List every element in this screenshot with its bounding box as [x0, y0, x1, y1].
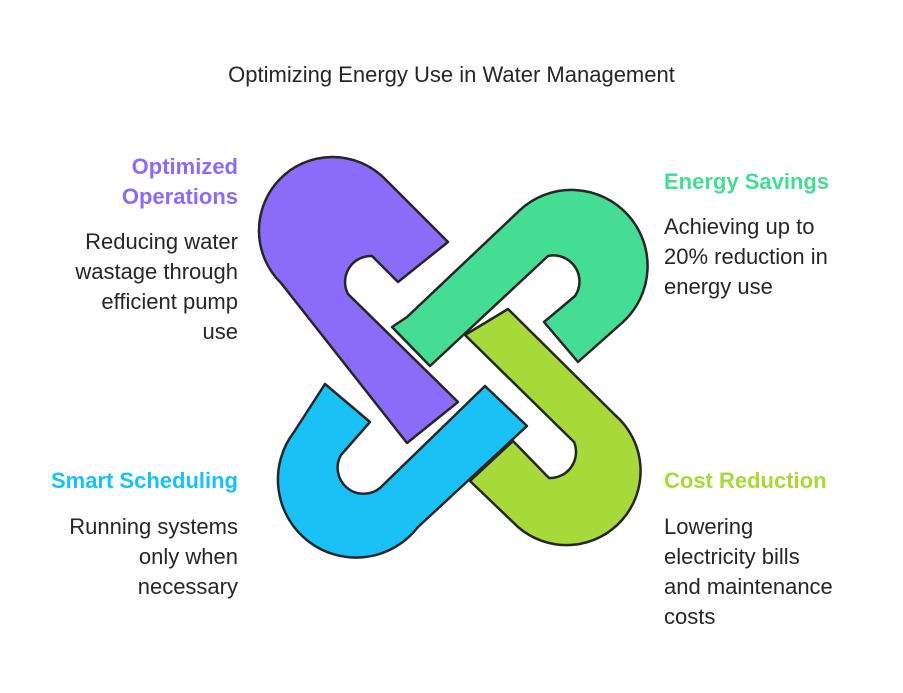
cost-reduction-desc-line-3: and maintenance [664, 574, 833, 599]
link-energy-savings [390, 188, 649, 368]
cost-reduction-desc-line-1: Lowering [664, 514, 754, 539]
energy-savings-desc-line-1: Achieving up to [664, 214, 815, 239]
optimized-operations-desc-line-2: wastage through [75, 259, 238, 284]
cost-reduction-desc-line-2: electricity bills [664, 544, 800, 569]
energy-savings-heading: Energy Savings [664, 169, 830, 194]
cost-reduction-desc-line-4: costs [664, 604, 716, 629]
smart-scheduling-description: Running systems only when necessary [20, 512, 238, 602]
optimized-operations-desc-line-3: efficient pump [101, 289, 238, 314]
optimized-operations-heading: Optimized Operations [40, 152, 238, 212]
cost-reduction-description: Lowering electricity bills and maintenan… [664, 512, 884, 632]
smart-scheduling-desc-line-1: Running systems [69, 514, 238, 539]
smart-scheduling-heading: Smart Scheduling [50, 468, 238, 493]
energy-savings-desc-line-2: 20% reduction in [664, 244, 828, 269]
optimized-operations-heading-line-2: Operations [121, 184, 238, 209]
diagram-title: Optimizing Energy Use in Water Managemen… [228, 62, 675, 87]
optimized-operations-description: Reducing water wastage through efficient… [30, 227, 238, 347]
smart-scheduling-desc-line-3: necessary [137, 574, 238, 599]
smart-scheduling-desc-line-2: only when [138, 544, 238, 569]
cost-reduction-heading: Cost Reduction [664, 468, 827, 493]
optimized-operations-heading-line-1: Optimized [131, 154, 238, 179]
link-smart-scheduling [276, 382, 529, 559]
optimized-operations-desc-line-1: Reducing water [85, 229, 238, 254]
link-cost-reduction [463, 307, 642, 547]
link-optimized-operations [257, 155, 460, 445]
energy-savings-desc-line-3: energy use [664, 274, 773, 299]
optimized-operations-desc-line-4: use [202, 319, 238, 344]
energy-savings-description: Achieving up to 20% reduction in energy … [664, 212, 884, 302]
